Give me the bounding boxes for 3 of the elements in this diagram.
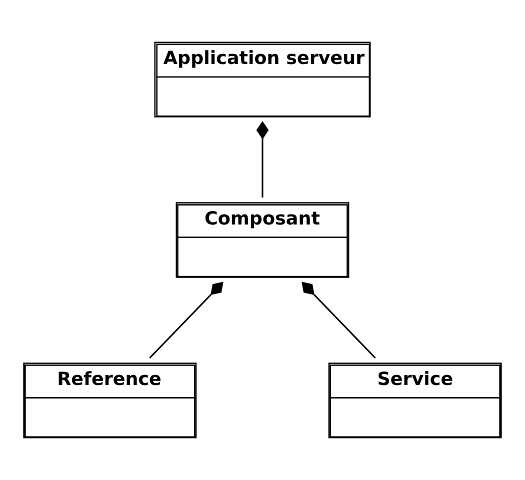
connector bbox=[302, 282, 376, 358]
connector bbox=[149, 282, 224, 358]
connector bbox=[256, 120, 269, 198]
